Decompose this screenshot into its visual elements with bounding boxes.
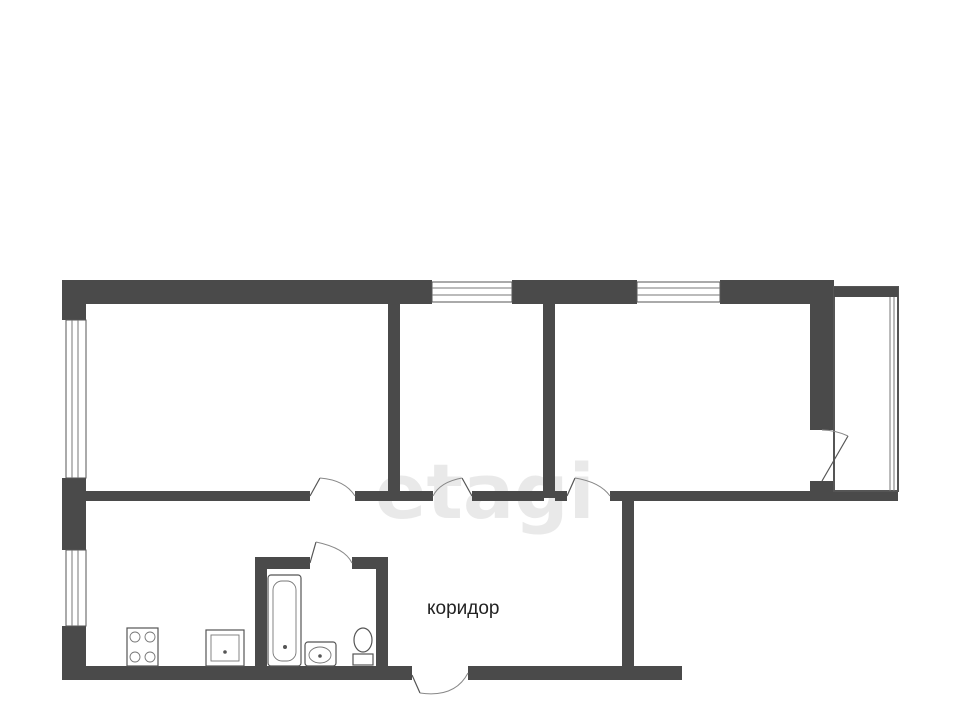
door-balcony bbox=[821, 429, 849, 482]
outer-walls bbox=[62, 280, 834, 680]
window-left-lower bbox=[65, 549, 87, 627]
door-room1 bbox=[309, 477, 356, 497]
door-room2 bbox=[432, 477, 473, 497]
stove-icon bbox=[126, 627, 159, 667]
bathroom-walls bbox=[255, 557, 388, 672]
door-entrance bbox=[411, 672, 469, 695]
door-bathroom bbox=[309, 541, 353, 564]
balcony bbox=[833, 286, 899, 492]
window-left-upper bbox=[65, 319, 87, 479]
toilet-icon bbox=[352, 627, 374, 666]
kitchen-sink-icon bbox=[205, 629, 245, 667]
bathtub-icon bbox=[267, 574, 302, 667]
washbasin-icon bbox=[304, 641, 337, 667]
room-label-corridor: коридор bbox=[427, 598, 500, 619]
interior-walls bbox=[86, 304, 898, 680]
window-top-middle bbox=[431, 281, 513, 303]
window-top-right bbox=[636, 281, 721, 303]
door-room3 bbox=[566, 477, 611, 497]
